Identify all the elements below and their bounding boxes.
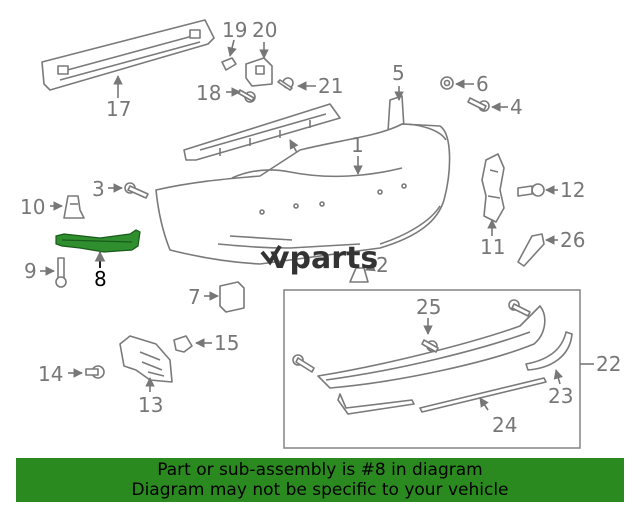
info-banner: Part or sub-assembly is #8 in diagram Di…: [16, 458, 624, 502]
leader-23: [553, 369, 563, 385]
banner-line-1: Part or sub-assembly is #8 in diagram: [157, 460, 483, 480]
label-26[interactable]: 26: [560, 228, 585, 252]
label-13[interactable]: 13: [138, 393, 163, 417]
part-16-absorber[interactable]: [183, 103, 341, 161]
part-6-nut[interactable]: [440, 76, 454, 90]
label-18[interactable]: 18: [196, 81, 221, 105]
box-bolt-upper[interactable]: [508, 299, 531, 317]
sub-assembly-box-22: [283, 289, 581, 449]
part-11-bracket[interactable]: [481, 153, 505, 223]
part-17-reinforcement[interactable]: [41, 19, 215, 91]
part-25-bolt[interactable]: [421, 339, 439, 353]
label-11[interactable]: 11: [480, 235, 505, 259]
part-molding-left[interactable]: [337, 393, 415, 415]
label-3[interactable]: 3: [92, 177, 105, 201]
leader-24: [479, 397, 489, 411]
label-20[interactable]: 20: [252, 18, 277, 42]
part-4-bolt[interactable]: [467, 97, 490, 112]
part-12-clip[interactable]: [517, 183, 545, 197]
part-1-bumper-cover[interactable]: [155, 123, 451, 265]
part-10-clip[interactable]: [63, 195, 85, 219]
label-5[interactable]: 5: [392, 61, 405, 85]
part-14-bolt[interactable]: [85, 365, 105, 379]
leader-19: [227, 39, 237, 57]
part-9-bolt[interactable]: [55, 257, 67, 288]
label-4[interactable]: 4: [510, 95, 523, 119]
label-1[interactable]: 1: [351, 133, 364, 157]
part-7-pad[interactable]: [219, 281, 245, 313]
label-14[interactable]: 14: [38, 362, 63, 386]
label-8[interactable]: 8: [94, 267, 107, 291]
label-7[interactable]: 7: [188, 285, 201, 309]
label-2[interactable]: 2: [376, 253, 389, 277]
label-19[interactable]: 19: [222, 18, 247, 42]
part-23-molding-right[interactable]: [525, 331, 573, 371]
part-19-clip[interactable]: [221, 57, 237, 71]
part-21-bolt[interactable]: [277, 77, 294, 91]
part-20-bracket[interactable]: [245, 57, 273, 87]
label-23[interactable]: 23: [548, 384, 573, 408]
part-22-lower-spoiler[interactable]: [317, 305, 546, 389]
part-15-clip[interactable]: [173, 335, 193, 353]
vparts-watermark-logo: vparts: [260, 241, 378, 276]
label-15[interactable]: 15: [214, 331, 239, 355]
label-6[interactable]: 6: [476, 72, 489, 96]
label-12[interactable]: 12: [560, 178, 585, 202]
part-13-side-bracket[interactable]: [119, 335, 173, 383]
part-8-bracket-highlighted[interactable]: [55, 229, 141, 253]
label-17[interactable]: 17: [106, 97, 131, 121]
part-18-bolt[interactable]: [237, 89, 256, 103]
label-21[interactable]: 21: [318, 74, 343, 98]
leader-2: [365, 262, 377, 272]
label-9[interactable]: 9: [24, 259, 37, 283]
label-22[interactable]: 22: [596, 352, 621, 376]
part-3-bolt[interactable]: [124, 182, 149, 199]
box-bolt-left[interactable]: [292, 354, 315, 373]
label-25[interactable]: 25: [416, 295, 441, 319]
part-24-strip[interactable]: [419, 377, 547, 413]
label-10[interactable]: 10: [20, 195, 45, 219]
part-26-bracket[interactable]: [517, 233, 545, 267]
part-2-clip[interactable]: [349, 267, 369, 283]
watermark-text: vparts: [270, 241, 378, 276]
banner-line-2: Diagram may not be specific to your vehi…: [131, 480, 509, 500]
label-24[interactable]: 24: [492, 413, 517, 437]
